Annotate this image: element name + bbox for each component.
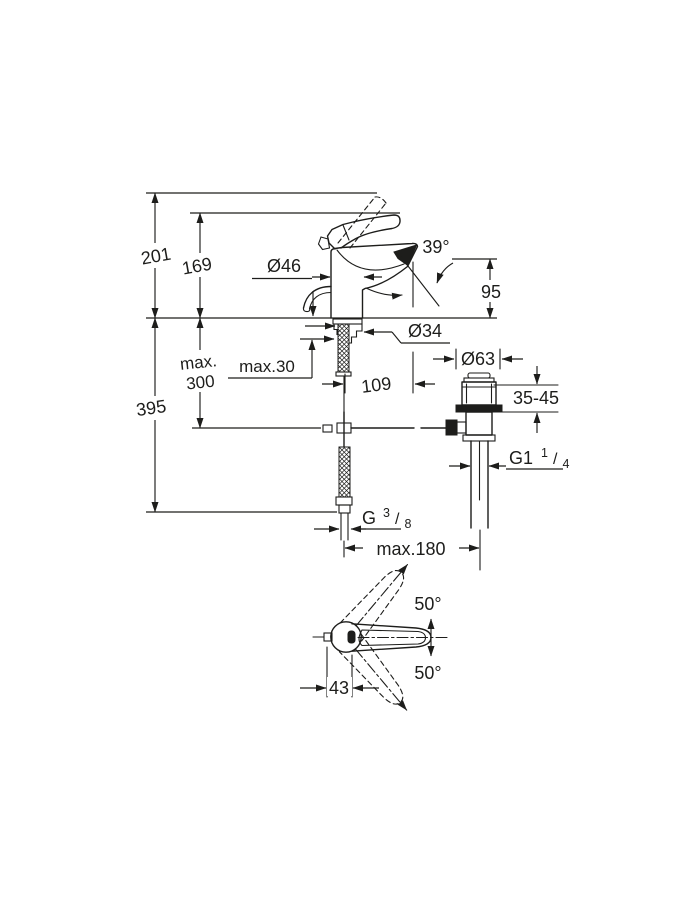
- g38-slash: /: [395, 511, 400, 528]
- popup-hook-foot: [302, 307, 311, 313]
- dimension-43: 43: [300, 646, 379, 698]
- rod-knob-connector: [456, 421, 467, 434]
- rod-end-cap: [322, 424, 333, 433]
- handle-raised-tip: [374, 196, 387, 204]
- waste-lower-body: [465, 411, 493, 436]
- faucet-side-view: [302, 196, 419, 319]
- handle-base-cap: [317, 236, 331, 251]
- reference-lines: [146, 192, 497, 513]
- dim-35-45-label: 35-45: [513, 388, 559, 408]
- g114-sup: 1: [541, 446, 548, 460]
- base-gasket: [332, 318, 363, 325]
- popup-hook-outer: [302, 285, 332, 309]
- mounting-nut-right: [348, 323, 363, 344]
- dimension-g-38: G 3 / 8: [314, 501, 411, 533]
- handle-raised-edge-1: [337, 196, 376, 244]
- g38-base: G: [362, 508, 376, 528]
- waste-cap-dome: [467, 372, 491, 379]
- dim-d63-label: Ø63: [461, 349, 495, 369]
- drain-assembly: [445, 372, 503, 571]
- rod-knob: [445, 419, 458, 436]
- popup-rod-assembly: [322, 411, 448, 448]
- dim-50deg-upper-label: 50°: [414, 594, 441, 614]
- handle-swung-down: [338, 633, 408, 711]
- handle-top-view: 50° 50° 43: [300, 563, 450, 711]
- dim-max180-label: max.180: [376, 539, 445, 559]
- dim-109-label: 109: [360, 373, 392, 397]
- dim-max300-label-2: 300: [185, 372, 215, 394]
- hose-ferrule: [338, 504, 351, 514]
- dimension-g1-14: G1 1 / 4: [449, 441, 569, 471]
- dimension-35-45: 35-45: [493, 366, 559, 433]
- flow-direction-arrow: [365, 287, 403, 300]
- dimension-max180: max.180: [344, 537, 480, 559]
- handle-rest-outline: [326, 214, 401, 250]
- dimension-d34: Ø34: [305, 321, 450, 344]
- supply-hose: [335, 446, 353, 558]
- dimension-max-300: max. 300: [172, 317, 226, 429]
- dimension-395: 395: [130, 317, 176, 513]
- dim-39deg-label: 39°: [422, 237, 449, 257]
- dim-g-38-label: G 3 / 8: [362, 501, 411, 531]
- faucet-body-spout-outline: [330, 242, 419, 319]
- g38-sup: 3: [383, 506, 390, 520]
- dim-max30-label: max.30: [239, 357, 295, 376]
- dimension-d46: Ø46: [252, 256, 382, 281]
- dimension-201: 201: [135, 192, 179, 319]
- g114-base: G1: [509, 448, 533, 468]
- shank-flange: [335, 371, 352, 377]
- braided-hose: [338, 446, 351, 498]
- hose-nut: [335, 496, 353, 506]
- dimension-d63: Ø63: [433, 348, 523, 370]
- handle-swung-up: [339, 563, 408, 642]
- handle-raised-dashed: [337, 196, 387, 249]
- g114-sub: 4: [562, 457, 569, 471]
- spout-inner-contour: [336, 249, 405, 271]
- handle-lever-inner: [358, 629, 427, 647]
- waste-upper-body: [461, 381, 497, 406]
- dimension-max30: max.30: [228, 291, 335, 379]
- dim-50deg-lower-label: 50°: [414, 663, 441, 683]
- g114-slash: /: [553, 451, 558, 468]
- threaded-shank: [337, 323, 350, 373]
- dimension-169: 169: [178, 212, 220, 319]
- dim-395-label: 395: [135, 396, 168, 420]
- g38-sub: 8: [404, 517, 411, 531]
- dimension-95: 95: [475, 258, 506, 319]
- dim-95-label: 95: [481, 282, 501, 302]
- dim-d34-label: Ø34: [408, 321, 442, 341]
- dim-43-label: 43: [329, 678, 349, 698]
- handle-raised-edge-2: [349, 202, 387, 249]
- dim-max300-label-1: max.: [179, 351, 218, 374]
- handle-pivot-circle: [330, 621, 362, 653]
- dimension-109: 109: [322, 261, 435, 397]
- dim-d46-label: Ø46: [267, 256, 301, 276]
- mounting-shank: [332, 318, 363, 424]
- handle-cartridge-slot: [347, 630, 356, 644]
- dim-g1-14-label: G1 1 / 4: [509, 441, 569, 471]
- waste-flange-ring: [455, 404, 503, 413]
- waste-locknut-ring: [462, 434, 496, 442]
